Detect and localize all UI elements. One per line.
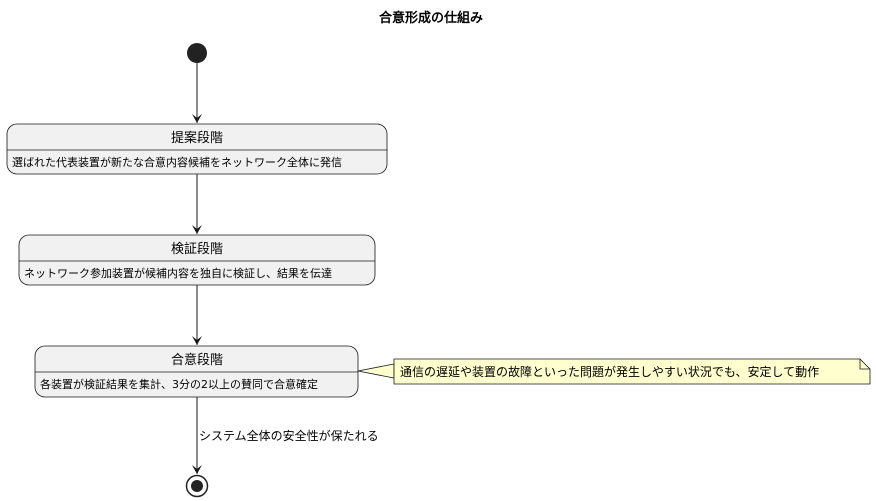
note-box xyxy=(393,358,871,385)
state-consensus: 合意段階 各装置が検証結果を集計、3分の2以上の賛同で合意確定 xyxy=(34,345,359,398)
state-description: 選ばれた代表装置が新たな合意内容候補をネットワーク全体に発信 xyxy=(12,155,342,169)
transition-label: システム全体の安全性が保たれる xyxy=(199,428,379,443)
end-node xyxy=(185,474,209,498)
state-verification: 検証段階 ネットワーク参加装置が候補内容を独自に検証し、結果を伝達 xyxy=(18,234,376,286)
state-description: ネットワーク参加装置が候補内容を独自に検証し、結果を伝達 xyxy=(24,266,332,280)
state-name: 合意段階 xyxy=(171,352,223,368)
state-name: 検証段階 xyxy=(171,242,223,257)
state-name: 提案段階 xyxy=(171,130,223,146)
state-proposal: 提案段階 選ばれた代表装置が新たな合意内容候補をネットワーク全体に発信 xyxy=(6,123,388,175)
note: 通信の遅延や装置の故障といった問題が発生しやすい状況でも、安定して動作 xyxy=(393,358,871,385)
note-connector xyxy=(357,363,395,379)
state-description: 各装置が検証結果を集計、3分の2以上の賛同で合意確定 xyxy=(40,377,318,391)
start-node xyxy=(187,43,207,63)
diagram-title: 合意形成の仕組み xyxy=(379,10,483,26)
note-fold xyxy=(859,359,870,370)
note-text: 通信の遅延や装置の故障といった問題が発生しやすい状況でも、安定して動作 xyxy=(400,364,819,379)
